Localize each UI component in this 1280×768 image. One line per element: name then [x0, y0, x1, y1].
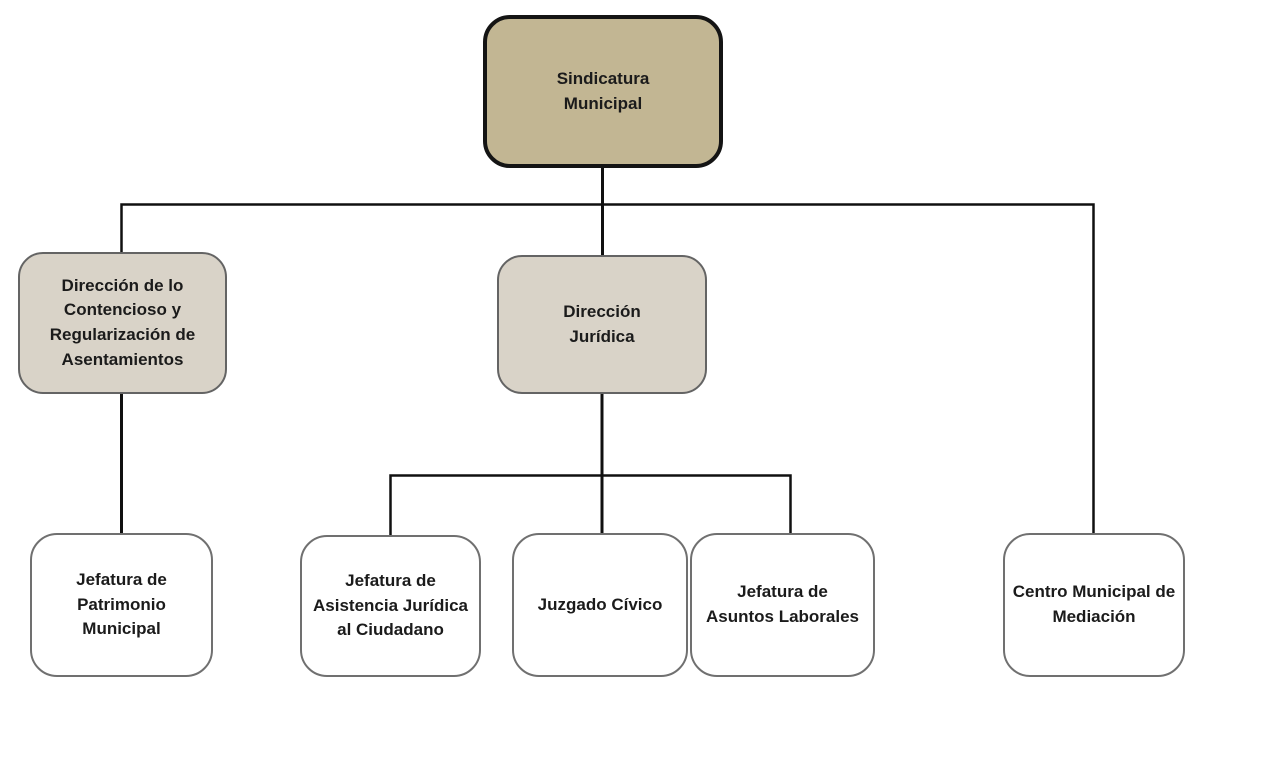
org-node-label: Dirección Jurídica — [563, 301, 641, 346]
org-node-label: Sindicatura Municipal — [556, 68, 650, 113]
org-node-label: Dirección de lo Contencioso y Regulariza… — [49, 275, 196, 369]
org-node-sindicatura-municipal: Sindicatura Municipal — [483, 15, 723, 168]
org-node-jefatura-patrimonio: Jefatura de Patrimonio Municipal — [30, 533, 213, 677]
org-node-label: Jefatura de Asistencia Jurídica al Ciuda… — [313, 571, 468, 640]
org-node-jefatura-asuntos-laborales: Jefatura de Asuntos Laborales — [690, 533, 875, 677]
org-node-centro-mediacion: Centro Municipal de Mediación — [1003, 533, 1185, 677]
org-node-direccion-juridica: Dirección Jurídica — [497, 255, 707, 394]
org-node-juzgado-civico: Juzgado Cívico — [512, 533, 688, 677]
org-node-jefatura-asistencia-juridica: Jefatura de Asistencia Jurídica al Ciuda… — [300, 535, 481, 677]
org-node-label: Juzgado Cívico — [537, 594, 663, 614]
org-node-label: Centro Municipal de Mediación — [1012, 582, 1176, 626]
connector-juridica-rail — [389, 474, 792, 535]
org-node-label: Jefatura de Asuntos Laborales — [705, 582, 860, 626]
org-node-label: Jefatura de Patrimonio Municipal — [76, 570, 167, 639]
org-node-direccion-contencioso: Dirección de lo Contencioso y Regulariza… — [18, 252, 227, 394]
